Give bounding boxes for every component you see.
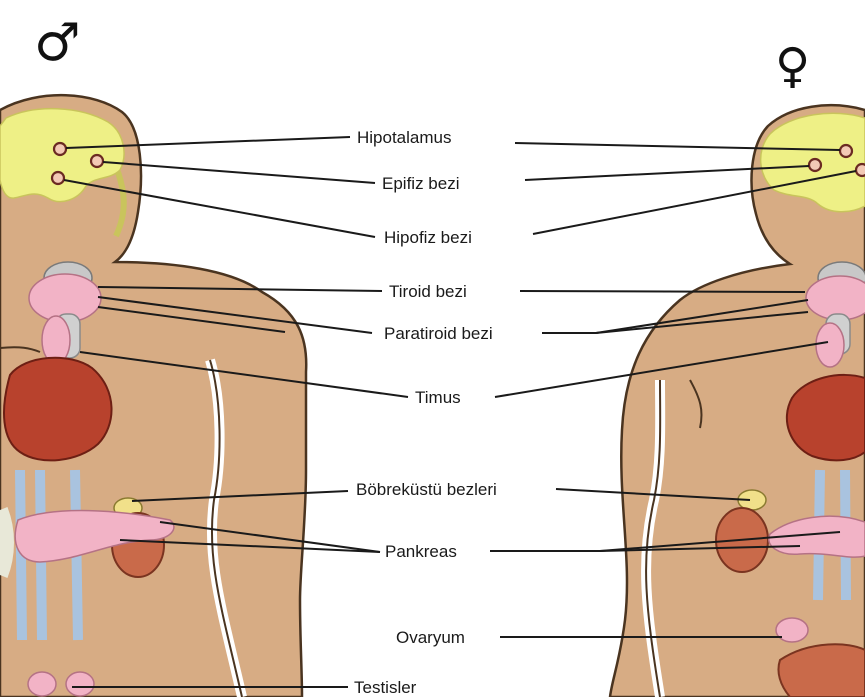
male-pituitary-dot <box>52 172 64 184</box>
male-figure <box>0 95 306 697</box>
gland-labels: Hipotalamus Epifiz bezi Hipofiz bezi Tir… <box>354 128 497 697</box>
label-timus: Timus <box>415 388 461 407</box>
label-tiroid: Tiroid bezi <box>389 282 467 301</box>
female-pineal-dot <box>809 159 821 171</box>
label-epifiz: Epifiz bezi <box>382 174 459 193</box>
leader-epifiz-left <box>103 162 375 183</box>
male-hypothalamus-dot <box>54 143 66 155</box>
label-hipofiz: Hipofiz bezi <box>384 228 472 247</box>
male-pineal-dot <box>91 155 103 167</box>
label-testisler: Testisler <box>354 678 417 697</box>
male-duodenum <box>0 510 6 575</box>
female-pituitary-dot <box>856 164 865 176</box>
label-paratiroid: Paratiroid bezi <box>384 324 493 343</box>
label-bobrekustu: Böbreküstü bezleri <box>356 480 497 499</box>
leader-tiroid-right <box>520 291 805 292</box>
label-ovaryum: Ovaryum <box>396 628 465 647</box>
female-thymus <box>816 323 844 367</box>
male-testis-right <box>66 672 94 696</box>
female-symbol: ♀ <box>775 38 810 94</box>
female-hypothalamus-dot <box>840 145 852 157</box>
label-pankreas: Pankreas <box>385 542 457 561</box>
male-testis-left <box>28 672 56 696</box>
male-symbol: ♂ <box>34 13 81 73</box>
female-ovary <box>776 618 808 642</box>
label-hipotalamus: Hipotalamus <box>357 128 452 147</box>
male-heart <box>4 358 112 461</box>
